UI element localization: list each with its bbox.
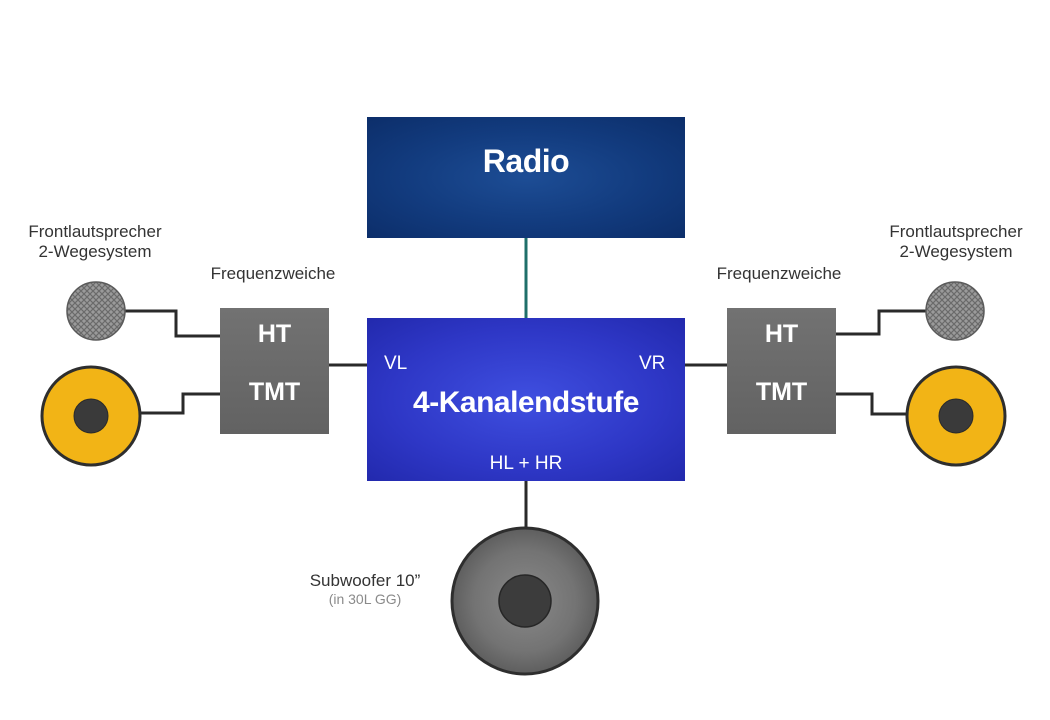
right-crossover-tweeter-label: HT <box>764 320 799 348</box>
subwoofer-icon <box>450 526 600 676</box>
front-speakers-right-label: Frontlautsprecher 2-Wegesystem <box>866 222 1046 262</box>
subwoofer-note: (in 30L GG) <box>328 591 402 607</box>
left-tweeter-icon <box>66 281 126 341</box>
right-crossover-title: Frequenzweiche <box>716 264 842 283</box>
right-tweeter-icon <box>925 281 985 341</box>
left-crossover-title: Frequenzweiche <box>210 264 336 283</box>
front-speakers-left-line2: 2-Wegesystem <box>38 242 152 261</box>
amp-channel-left-label: VL <box>384 353 408 374</box>
amp-channel-rear-label: HL + HR <box>489 453 563 474</box>
amp-channel-right-label: VR <box>639 353 666 374</box>
subwoofer-label: Subwoofer 10” <box>309 571 421 590</box>
front-speakers-left-label: Frontlautsprecher 2-Wegesystem <box>5 222 185 262</box>
right-tweeter-wire <box>836 309 926 336</box>
left-crossover-midwoofer-label: TMT <box>248 378 301 406</box>
left-tweeter-wire <box>125 309 220 338</box>
right-woofer-wire <box>836 392 906 416</box>
radio-box <box>367 117 685 238</box>
radio-label: Radio <box>482 143 570 179</box>
front-speakers-right-line2: 2-Wegesystem <box>899 242 1013 261</box>
right-woofer-icon <box>905 365 1007 467</box>
left-woofer-wire <box>138 392 220 415</box>
amplifier-label: 4-Kanalendstufe <box>413 386 639 419</box>
right-crossover-midwoofer-label: TMT <box>755 378 808 406</box>
left-crossover-box: HT TMT <box>220 308 329 434</box>
right-crossover-box: HT TMT <box>727 308 836 434</box>
amplifier-box <box>367 318 685 481</box>
left-crossover-tweeter-label: HT <box>257 320 292 348</box>
left-woofer-icon <box>40 365 142 467</box>
subwoofer-label-group: Subwoofer 10” (in 30L GG) <box>290 571 440 607</box>
front-speakers-left-line1: Frontlautsprecher <box>28 222 162 241</box>
front-speakers-right-line1: Frontlautsprecher <box>889 222 1023 241</box>
